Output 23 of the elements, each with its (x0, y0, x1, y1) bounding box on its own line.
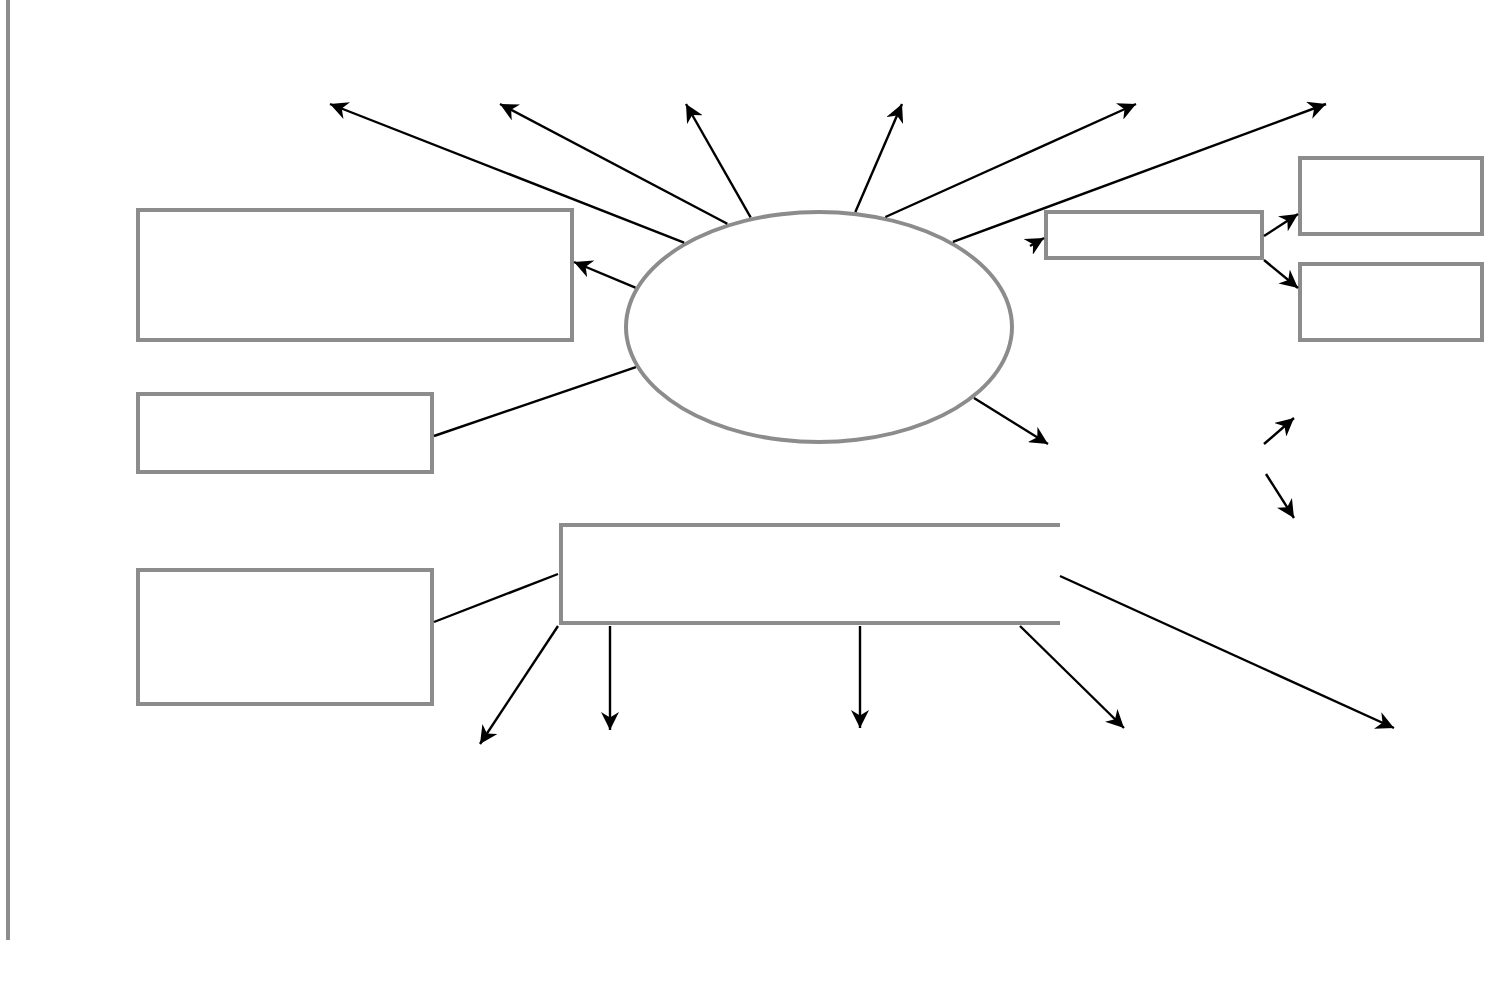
arrow (684, 103, 752, 219)
arrow (854, 103, 904, 213)
open-box (558, 522, 1060, 626)
rectangle-box (136, 392, 434, 474)
arrow (1263, 259, 1299, 289)
arrow (1263, 213, 1299, 237)
arrow (499, 102, 728, 225)
rectangle-box (136, 208, 574, 342)
arrow (884, 102, 1137, 219)
arrow (973, 396, 1049, 446)
rectangle-box (1298, 262, 1484, 342)
arrow (479, 625, 559, 745)
arrow (1019, 625, 1125, 729)
rectangle-box (1044, 210, 1264, 260)
arrow (1059, 574, 1395, 730)
arrow (851, 626, 869, 728)
rectangle-box (1298, 156, 1484, 236)
arrow (573, 260, 636, 289)
rectangle-box (136, 568, 434, 706)
arrow (952, 101, 1327, 244)
arrow (601, 626, 619, 730)
arrow (329, 102, 685, 244)
arrow (1023, 236, 1045, 255)
